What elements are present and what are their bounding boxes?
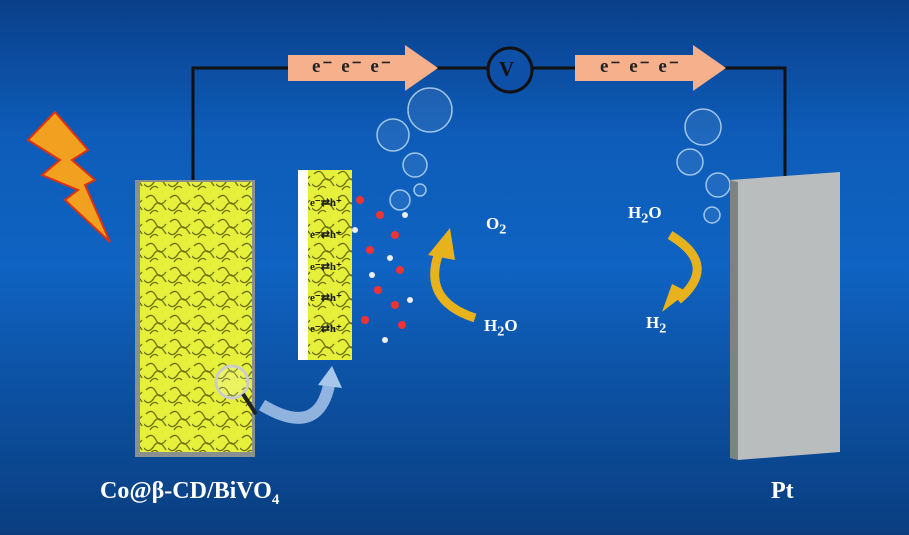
charge-pair: e⁻⇄h⁺ [310,292,342,304]
voltmeter-icon [486,46,534,94]
charge-pair: e⁻⇄h⁺ [310,323,342,335]
inset-film [308,170,352,360]
electron-label-left: e⁻ e⁻ e⁻ [312,56,393,77]
h2-label: H2 [646,313,667,337]
cyclodextrin-molecule [352,196,413,343]
electron-flow-arrow-left [288,45,438,91]
electron-flow-arrow-right [575,45,726,91]
cathode-h2o-label: H2O [628,203,662,227]
zoom-curve-arrow [258,378,336,424]
photoanode-film [140,182,252,452]
charge-pair: e⁻⇄h⁺ [310,261,342,273]
magnifier-icon [214,364,250,400]
charge-pair: e⁻⇄h⁺ [310,197,342,209]
electron-label-right: e⁻ e⁻ e⁻ [600,56,681,77]
light-bolt-icon [26,110,111,243]
inset-substrate [298,170,308,360]
charge-pair: e⁻⇄h⁺ [310,229,342,241]
photoanode-label: Co@β-CD/BiVO4 [100,478,280,508]
voltmeter-label: V [499,57,515,81]
anode-reaction-arrow [430,248,477,323]
bubbles [376,87,731,224]
pt-electrode [730,172,840,460]
o2-label: O2 [486,214,507,238]
anode-h2o-label: H2O [484,316,518,340]
pt-label: Pt [771,478,794,504]
